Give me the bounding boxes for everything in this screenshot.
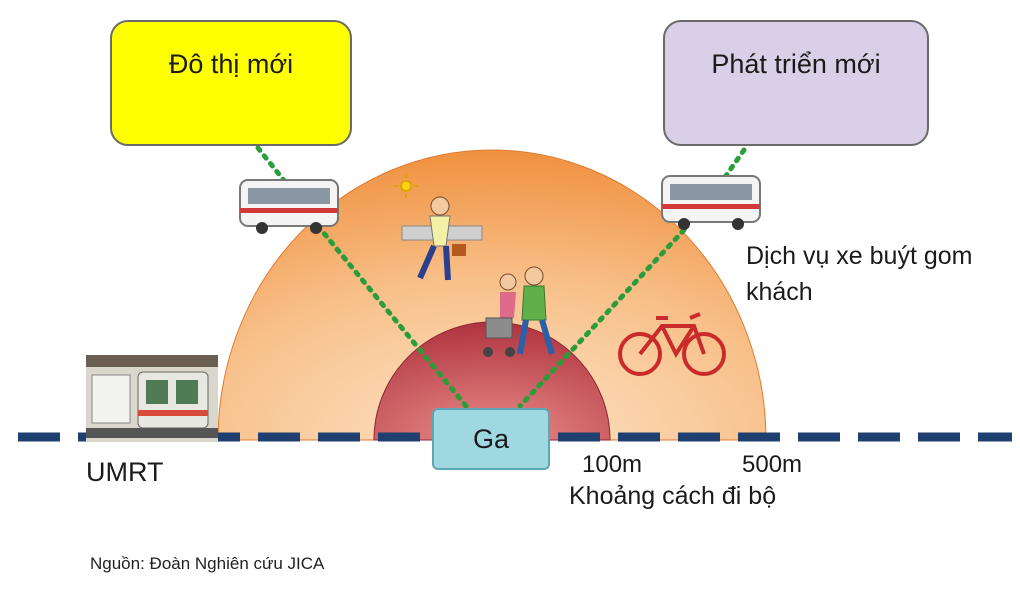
distance-100m-label: 100m [582, 451, 643, 478]
walking-distance-label: Khoảng cách đi bộ [569, 482, 777, 510]
pedestrian-icon [401, 196, 483, 281]
rail-label: UMRT [86, 457, 164, 487]
link-left-bus-station [315, 223, 469, 409]
bus-service-label: Dịch vụ xe buýt gom khách [746, 242, 973, 306]
bus-icon [661, 175, 761, 230]
train-icon [86, 355, 218, 442]
station-box: Ga [432, 408, 550, 470]
family-stroller-icon [483, 266, 555, 357]
station-label: Ga [472, 423, 510, 454]
distance-500m-label: 500m [742, 451, 803, 478]
new-city-box: Đô thị mới [110, 20, 352, 146]
walk-zone-500m [217, 149, 767, 441]
new-development-box: Phát triển mới [663, 20, 929, 146]
bicycle-icon [618, 312, 726, 376]
bus-icon [239, 179, 339, 234]
sun-icon [394, 174, 418, 198]
new-city-label: Đô thị mới [168, 48, 294, 79]
link-right-bus-station [517, 227, 687, 409]
new-development-label: Phát triển mới [711, 48, 881, 79]
source-note: Nguồn: Đoàn Nghiên cứu JICA [90, 554, 325, 573]
